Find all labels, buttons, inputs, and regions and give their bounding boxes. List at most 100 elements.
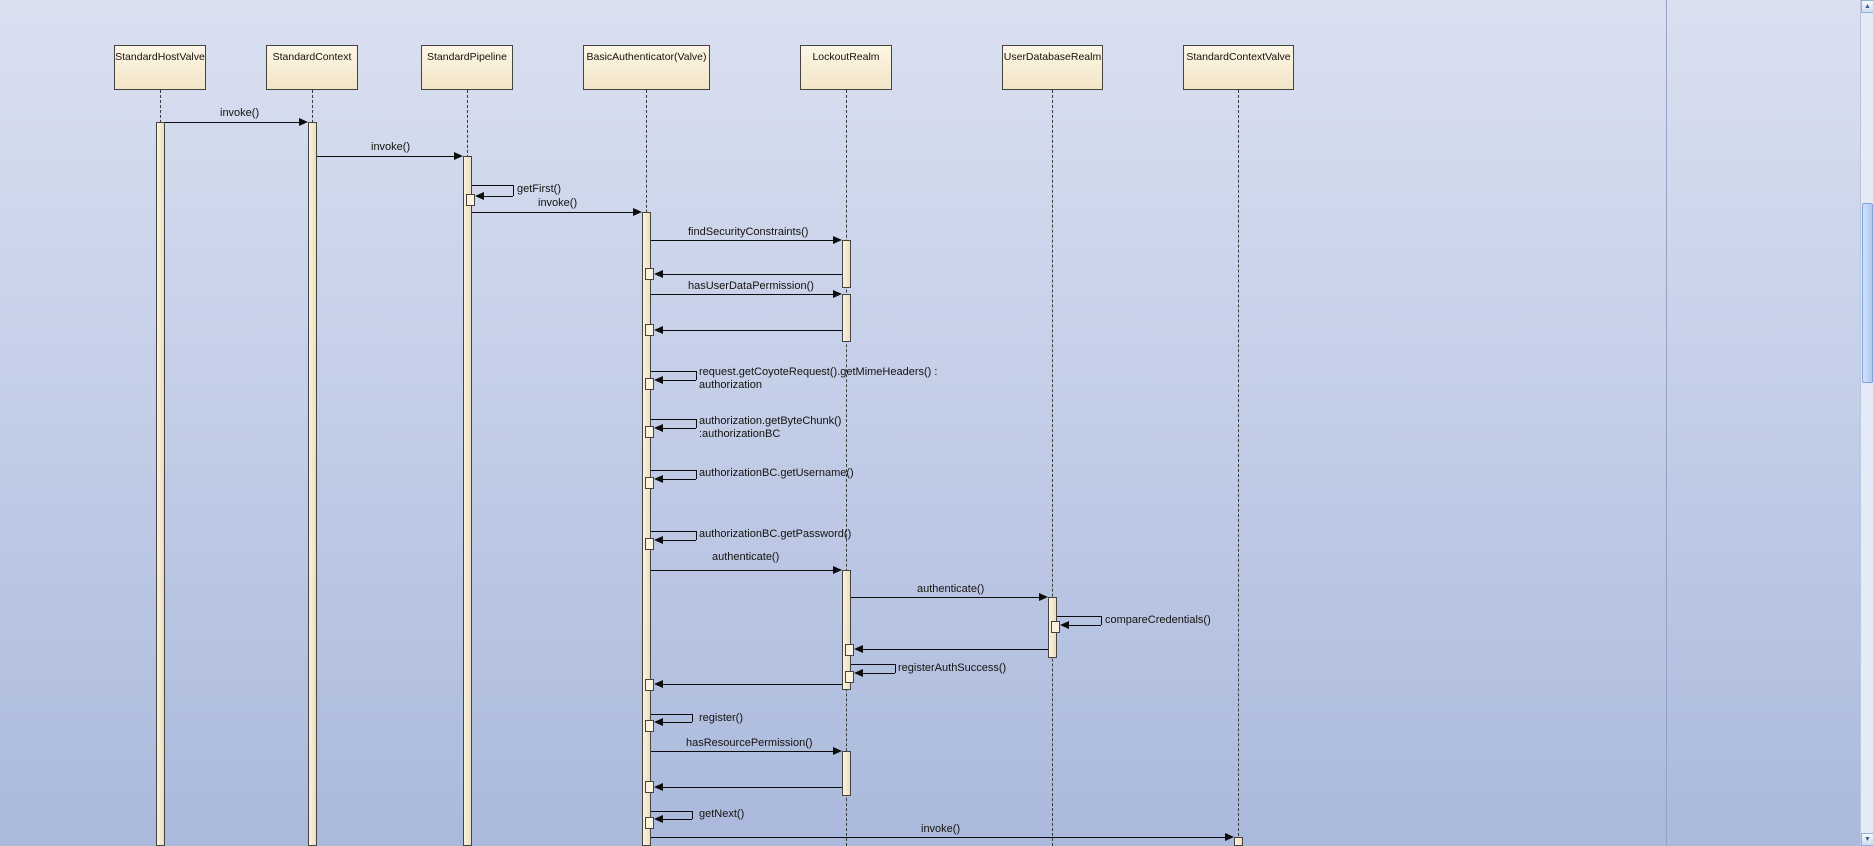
return-line[interactable] — [663, 787, 842, 788]
message-label: invoke() — [538, 197, 578, 209]
arrowhead-right-icon — [833, 566, 842, 574]
self-message-top-line[interactable] — [472, 185, 513, 186]
arrowhead-left-icon — [654, 475, 663, 483]
message-label: :authorizationBC — [699, 428, 781, 440]
message-label: getNext() — [699, 808, 745, 820]
arrowhead-right-icon — [1039, 593, 1048, 601]
self-message-return-line[interactable] — [663, 722, 692, 723]
arrowhead-left-icon — [654, 376, 663, 384]
self-message-return-line[interactable] — [663, 819, 692, 820]
return-line[interactable] — [663, 330, 842, 331]
self-message-top-line[interactable] — [651, 419, 696, 420]
message-line[interactable] — [651, 837, 1226, 838]
self-message-top-line[interactable] — [651, 470, 696, 471]
vertical-scrollbar-thumb[interactable] — [1862, 203, 1873, 383]
self-message-top-line[interactable] — [651, 531, 696, 532]
self-message-return-line[interactable] — [663, 479, 696, 480]
message-line[interactable] — [651, 570, 834, 571]
self-message-top-line[interactable] — [651, 811, 692, 812]
return-line[interactable] — [663, 274, 842, 275]
arrowhead-left-icon — [854, 645, 863, 653]
arrowhead-right-icon — [833, 747, 842, 755]
activation-bar[interactable] — [842, 570, 851, 690]
activation-bar[interactable] — [463, 156, 472, 846]
self-message-return-line[interactable] — [1069, 625, 1101, 626]
activation-bar[interactable] — [842, 294, 851, 342]
activation-bar[interactable] — [642, 212, 651, 846]
lifeline — [846, 90, 847, 846]
nested-activation[interactable] — [845, 644, 854, 656]
vertical-scrollbar[interactable]: ▲ ▼ — [1860, 0, 1873, 846]
self-message-top-line[interactable] — [651, 714, 692, 715]
message-label: invoke() — [921, 823, 961, 835]
participant-box[interactable]: UserDatabaseRealm — [1002, 45, 1103, 90]
activation-bar[interactable] — [842, 240, 851, 288]
arrowhead-left-icon — [854, 669, 863, 677]
message-line[interactable] — [651, 751, 834, 752]
activation-bar[interactable] — [842, 751, 851, 796]
message-line[interactable] — [165, 122, 300, 123]
self-message-return-line[interactable] — [663, 428, 696, 429]
scroll-up-arrow-icon[interactable]: ▲ — [1861, 0, 1873, 13]
self-message-return-line[interactable] — [484, 196, 513, 197]
self-message-return-line[interactable] — [663, 540, 696, 541]
return-line[interactable] — [663, 684, 842, 685]
self-message-return-line[interactable] — [663, 380, 696, 381]
message-line[interactable] — [472, 212, 634, 213]
nested-activation[interactable] — [645, 477, 654, 489]
self-message-side-line[interactable] — [696, 419, 697, 428]
self-message-side-line[interactable] — [513, 185, 514, 196]
nested-activation[interactable] — [645, 679, 654, 691]
nested-activation[interactable] — [1051, 621, 1060, 633]
self-message-top-line[interactable] — [1057, 616, 1101, 617]
message-line[interactable] — [851, 597, 1040, 598]
self-message-top-line[interactable] — [851, 664, 895, 665]
arrowhead-right-icon — [833, 290, 842, 298]
nested-activation[interactable] — [645, 268, 654, 280]
page-boundary-line — [1666, 0, 1667, 846]
self-message-return-line[interactable] — [863, 673, 895, 674]
participant-box[interactable]: StandardContextValve — [1183, 45, 1294, 90]
message-label: register() — [699, 712, 744, 724]
activation-bar[interactable] — [308, 122, 317, 846]
message-label: authorizationBC.getPassword() — [699, 528, 852, 540]
self-message-side-line[interactable] — [1101, 616, 1102, 625]
arrowhead-right-icon — [454, 152, 463, 160]
activation-bar[interactable] — [156, 122, 165, 846]
self-message-side-line[interactable] — [696, 531, 697, 540]
self-message-side-line[interactable] — [696, 470, 697, 479]
participant-box[interactable]: StandardContext — [266, 45, 358, 90]
nested-activation[interactable] — [645, 324, 654, 336]
activation-bar[interactable] — [1234, 837, 1243, 846]
self-message-side-line[interactable] — [696, 371, 697, 380]
participant-box[interactable]: BasicAuthenticator(Valve) — [583, 45, 710, 90]
message-label: authenticate() — [917, 583, 985, 595]
participant-box[interactable]: StandardHostValve — [114, 45, 206, 90]
participant-box[interactable]: StandardPipeline — [421, 45, 513, 90]
nested-activation[interactable] — [845, 671, 854, 683]
message-label: request.getCoyoteRequest().getMimeHeader… — [699, 366, 938, 378]
self-message-side-line[interactable] — [692, 811, 693, 819]
arrowhead-right-icon — [1225, 833, 1234, 841]
scroll-down-arrow-icon[interactable]: ▼ — [1861, 833, 1873, 846]
nested-activation[interactable] — [645, 538, 654, 550]
return-line[interactable] — [863, 649, 1048, 650]
self-message-top-line[interactable] — [651, 371, 696, 372]
message-line[interactable] — [651, 240, 834, 241]
lifeline — [1052, 90, 1053, 846]
arrowhead-left-icon — [654, 270, 663, 278]
nested-activation[interactable] — [645, 720, 654, 732]
nested-activation[interactable] — [466, 194, 475, 206]
nested-activation[interactable] — [645, 781, 654, 793]
nested-activation[interactable] — [645, 817, 654, 829]
message-line[interactable] — [651, 294, 834, 295]
arrowhead-left-icon — [654, 326, 663, 334]
arrowhead-left-icon — [1060, 621, 1069, 629]
nested-activation[interactable] — [645, 426, 654, 438]
self-message-side-line[interactable] — [692, 714, 693, 722]
message-line[interactable] — [317, 156, 455, 157]
participant-box[interactable]: LockoutRealm — [800, 45, 892, 90]
nested-activation[interactable] — [645, 378, 654, 390]
self-message-side-line[interactable] — [895, 664, 896, 673]
